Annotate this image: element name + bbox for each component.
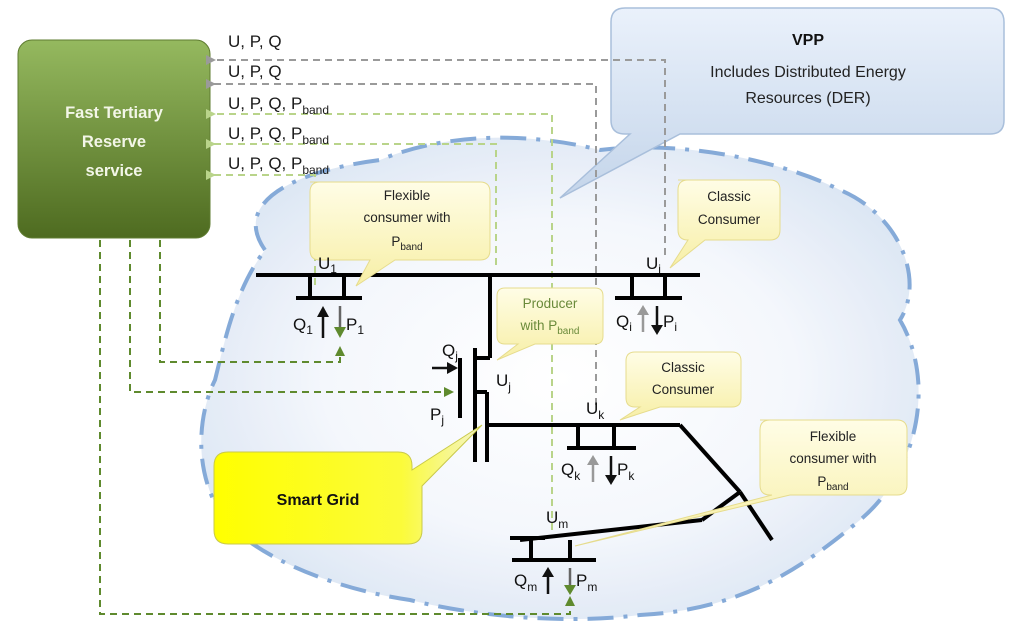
signal-line-4 bbox=[206, 139, 497, 265]
smart-grid-label: Smart Grid bbox=[277, 492, 360, 509]
flow-label-qj: Qj bbox=[442, 341, 458, 363]
bus-labels: U1 Ui Uj Uk Um bbox=[318, 254, 661, 531]
callout-producer-line2: with Pband bbox=[519, 318, 579, 337]
callout-flex2-line1: Flexible bbox=[810, 429, 857, 444]
flow-label-p1: P1 bbox=[346, 315, 364, 337]
flow-label-qi: Qi bbox=[616, 312, 632, 334]
bus-label-uj: Uj bbox=[496, 371, 511, 394]
service-line1: Fast Tertiary bbox=[65, 104, 164, 122]
callout-flex1-line3: Pband bbox=[391, 234, 422, 253]
service-line2: Reserve bbox=[82, 133, 146, 151]
vpp-title: VPP bbox=[792, 32, 824, 49]
callout-classic1-line1: Classic bbox=[707, 189, 751, 204]
control-line-qj bbox=[129, 240, 454, 397]
callout-flex2-line2: consumer with bbox=[789, 451, 876, 466]
flow-label-q1: Q1 bbox=[293, 315, 313, 337]
flow-labels: Q1 P1 Qi Pi Qj Pj Qk Pk Qm Pm bbox=[293, 312, 677, 594]
vpp-cloud bbox=[199, 135, 921, 621]
callout-flexible-consumer-1: Flexible consumer with Pband bbox=[309, 181, 491, 287]
signal-label-4: U, P, Q, Pband bbox=[228, 124, 329, 147]
callout-flexible-consumer-2: Flexible consumer with Pband bbox=[574, 419, 908, 547]
bus-label-uk: Uk bbox=[586, 399, 605, 422]
callout-producer: Producer with Pband bbox=[496, 287, 604, 361]
signal-labels: U, P, Q U, P, Q U, P, Q, Pband U, P, Q, … bbox=[228, 32, 329, 177]
callout-classic-consumer-1: Classic Consumer bbox=[669, 179, 781, 269]
flow-arrows bbox=[317, 305, 663, 595]
callout-classic-consumer-2: Classic Consumer bbox=[619, 351, 742, 421]
signal-label-1: U, P, Q bbox=[228, 32, 282, 51]
signal-label-5: U, P, Q, Pband bbox=[228, 154, 329, 177]
smart-grid-callout: Smart Grid bbox=[213, 424, 483, 545]
flow-label-qm: Qm bbox=[514, 571, 537, 594]
bus-label-um: Um bbox=[546, 508, 568, 531]
signal-label-3: U, P, Q, Pband bbox=[228, 94, 329, 117]
callout-classic2-line1: Classic bbox=[661, 360, 705, 375]
callout-flex1-line1: Flexible bbox=[384, 188, 431, 203]
vpp-line1: Includes Distributed Energy bbox=[710, 64, 906, 81]
bus-label-u1: U1 bbox=[318, 254, 337, 276]
signal-label-2: U, P, Q bbox=[228, 62, 282, 81]
fast-tertiary-reserve-service-box: Fast Tertiary Reserve service bbox=[17, 39, 211, 239]
flow-label-pj: Pj bbox=[430, 405, 444, 427]
signal-line-3 bbox=[206, 109, 553, 530]
callout-flex1-line2: consumer with bbox=[363, 210, 450, 225]
control-line-p1 bbox=[159, 240, 345, 363]
flow-label-pi: Pi bbox=[663, 312, 677, 334]
control-signals bbox=[99, 240, 575, 615]
vpp-callout: VPP Includes Distributed Energy Resource… bbox=[559, 7, 1005, 199]
grid-network bbox=[256, 273, 774, 562]
callout-flex2-line3: Pband bbox=[817, 474, 848, 493]
callout-producer-line1: Producer bbox=[523, 296, 578, 311]
bus-label-ui: Ui bbox=[646, 254, 661, 276]
callout-classic1-line2: Consumer bbox=[698, 212, 761, 227]
flow-label-pk: Pk bbox=[617, 460, 635, 483]
service-line3: service bbox=[86, 162, 143, 180]
flow-label-pm: Pm bbox=[576, 571, 597, 594]
callout-classic2-line2: Consumer bbox=[652, 382, 715, 397]
signal-line-1 bbox=[206, 55, 666, 255]
vpp-line2: Resources (DER) bbox=[745, 90, 870, 107]
control-line-pj bbox=[99, 240, 575, 615]
flow-label-qk: Qk bbox=[561, 460, 581, 483]
